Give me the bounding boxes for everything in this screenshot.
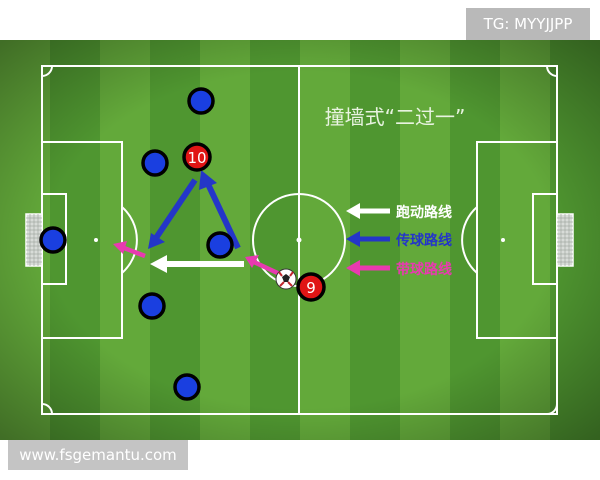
watermark-top: TG: MYYJJPP <box>466 8 590 40</box>
legend-dribble: 带球路线 <box>346 260 452 278</box>
arrow-left-icon <box>346 203 360 219</box>
watermark-bottom: www.fsgemantu.com <box>8 440 188 470</box>
defender-marker <box>138 292 166 320</box>
legend-pass: 传球路线 <box>346 231 452 249</box>
left-goal-net <box>25 213 43 267</box>
arrowhead-icon <box>148 233 165 249</box>
arrow-left-icon <box>346 231 360 247</box>
defender-marker <box>141 149 169 177</box>
arrowhead-icon <box>150 255 167 273</box>
arrowhead-icon <box>245 255 259 268</box>
attacker-marker <box>296 272 326 302</box>
arrowhead-icon <box>113 241 127 254</box>
defender-marker <box>187 87 215 115</box>
arrow-left-icon <box>346 260 360 276</box>
legend-run: 跑动路线 <box>346 203 452 221</box>
pass-arrow-2 <box>153 178 198 240</box>
defender-marker <box>206 231 234 259</box>
right-penalty-arc <box>461 206 478 274</box>
legend: 跑动路线 传球路线 带球路线 <box>346 203 452 278</box>
player-number: 10 <box>187 149 206 167</box>
legend-pass-label: 传球路线 <box>395 232 452 249</box>
corner-arc-tr <box>546 65 558 77</box>
left-penalty-spot <box>94 238 98 242</box>
left-penalty-arc <box>121 206 138 274</box>
player-10: 10 <box>182 142 212 172</box>
player-9: 9 <box>296 272 326 302</box>
goalkeeper-marker <box>39 226 67 254</box>
center-spot <box>296 237 302 243</box>
defender-marker <box>173 373 201 401</box>
corner-arc-tl <box>41 65 53 77</box>
pass-arrow-1 <box>205 182 241 250</box>
right-goal-net <box>556 213 574 267</box>
player-number: 9 <box>306 279 316 297</box>
right-penalty-spot <box>501 238 505 242</box>
corner-arc-br <box>546 403 558 415</box>
legend-dribble-label: 带球路线 <box>396 261 452 278</box>
legend-run-label: 跑动路线 <box>396 204 452 221</box>
corner-arc-bl <box>41 403 53 415</box>
diagram-title: 撞墙式“二过一” <box>325 105 466 129</box>
attacker-marker <box>182 142 212 172</box>
arrowhead-icon <box>199 170 217 190</box>
football-icon <box>275 268 297 290</box>
play-arrows <box>113 170 285 279</box>
defenders <box>39 87 234 401</box>
dribble-arrow-2 <box>123 245 146 259</box>
